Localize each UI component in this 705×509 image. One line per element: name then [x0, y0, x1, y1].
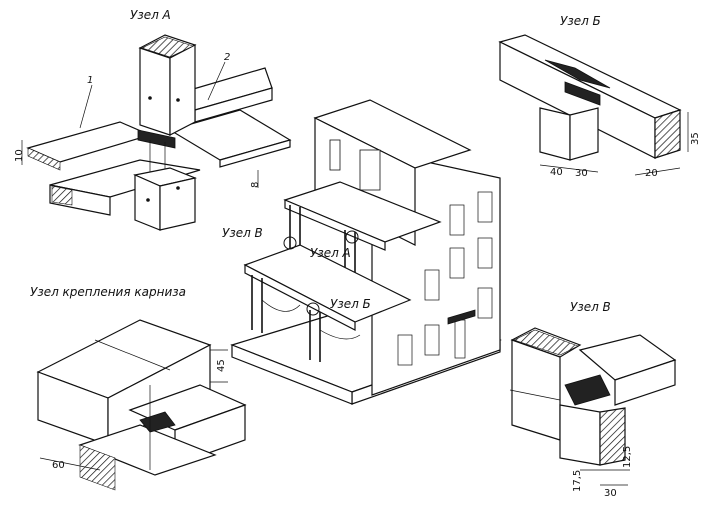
node-b-dim-35: 35: [690, 132, 701, 145]
cornice-node-drawing: [36, 319, 247, 491]
node-v-dim-17-5: 17,5: [572, 469, 583, 492]
node-a-drawing: [21, 34, 292, 231]
cornice-node-title: Узел крепления карниза: [30, 285, 186, 299]
node-a-part-2-label: 2: [224, 52, 231, 63]
node-v-dim-30: 30: [604, 488, 617, 499]
callout-node-v: Узел В: [222, 226, 263, 240]
node-a-part-1-label: 1: [87, 75, 94, 86]
node-b-dim-20: 20: [645, 168, 658, 179]
node-v-dim-12-5: 12,5: [622, 445, 633, 468]
callout-node-a: Узел А: [310, 246, 351, 260]
cornice-dim-60: 60: [52, 460, 65, 471]
building-drawing: [230, 99, 502, 405]
node-a-dim-10: 10: [14, 149, 25, 162]
cornice-dim-45: 45: [216, 359, 227, 372]
node-a-dim-8: 8: [250, 181, 261, 188]
node-b-title: Узел Б: [560, 14, 601, 28]
node-b-dim-30: 30: [575, 168, 588, 179]
node-v-drawing: [509, 327, 677, 486]
node-b-dim-40: 40: [550, 167, 563, 178]
node-v-title: Узел В: [570, 300, 611, 314]
node-a-title: Узел А: [130, 8, 171, 22]
callout-node-b: Узел Б: [330, 297, 371, 311]
node-b-drawing: [498, 34, 689, 176]
